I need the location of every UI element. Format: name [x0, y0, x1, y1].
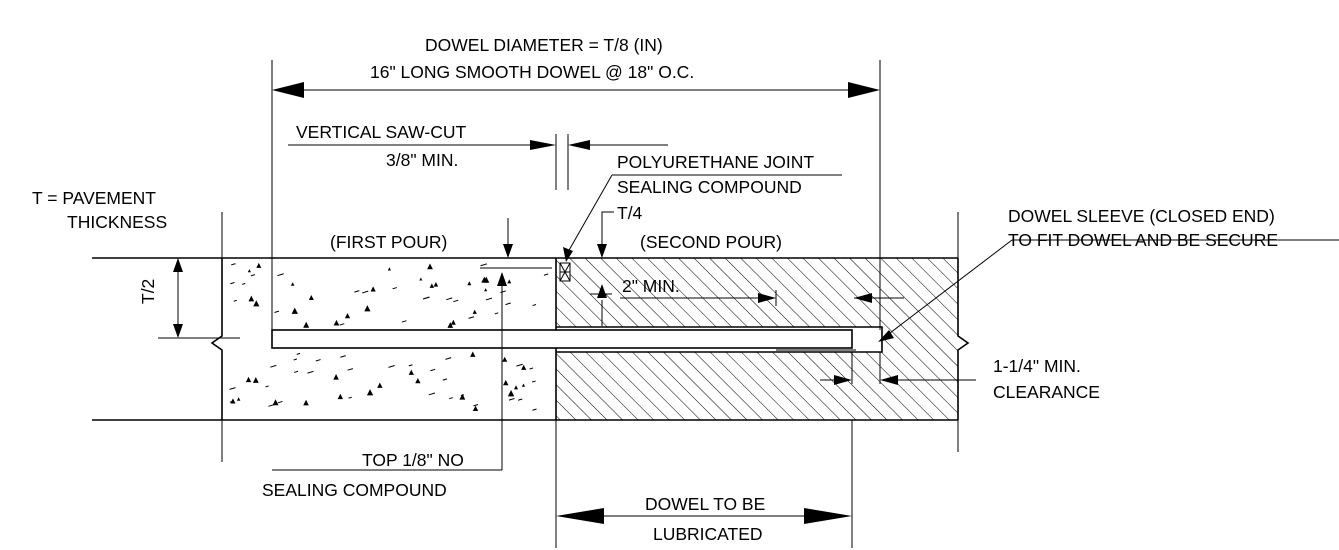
- t-half-label: T/2: [138, 279, 158, 304]
- arrowhead-icon: [597, 244, 607, 258]
- vertical-saw-cut-label: VERTICAL SAW-CUT: [296, 122, 466, 142]
- dowel-diameter-label: DOWEL DIAMETER = T/8 (IN): [425, 35, 663, 55]
- arrowhead-icon: [556, 508, 604, 524]
- saw-cut-min-label: 3/8" MIN.: [386, 150, 458, 170]
- arrowhead-icon: [804, 508, 852, 524]
- lubricated-label-1: DOWEL TO BE: [645, 494, 765, 514]
- arrowhead-icon: [173, 324, 183, 338]
- first-pour-label: (FIRST POUR): [330, 232, 447, 252]
- clearance-label-2: CLEARANCE: [993, 382, 1100, 402]
- arrowhead-icon: [173, 258, 183, 272]
- lubricated-dimension: [555, 420, 853, 548]
- thickness-label-1: T = PAVEMENT: [32, 188, 156, 208]
- polyurethane-leader: [563, 174, 842, 262]
- sleeve-leader: [878, 239, 1339, 342]
- sealant-block: [559, 262, 571, 282]
- t-quarter-label: T/4: [617, 203, 643, 223]
- first-pour-slab: [210, 258, 549, 420]
- second-pour-label: (SECOND POUR): [640, 232, 782, 252]
- clearance-dimension: [776, 349, 976, 385]
- top-eighth-label-1: TOP 1/8" NO: [362, 450, 464, 470]
- two-inch-min-dimension: [590, 284, 904, 326]
- first-pour-break-line: [210, 258, 223, 420]
- polyurethane-label-2: SEALING COMPOUND: [617, 177, 802, 197]
- arrowhead-icon: [834, 375, 852, 385]
- top-eighth-leader: [272, 267, 552, 471]
- lubricated-label-2: LUBRICATED: [653, 524, 763, 544]
- arrowhead-icon: [854, 293, 872, 303]
- sleeve-label-1: DOWEL SLEEVE (CLOSED END): [1008, 206, 1275, 226]
- top-eighth-label-2: SEALING COMPOUND: [262, 480, 447, 500]
- second-pour-break-line: [957, 258, 970, 420]
- clearance-label-1: 1-1/4" MIN.: [993, 356, 1081, 376]
- arrowhead-icon: [272, 82, 304, 98]
- arrowhead-icon: [597, 284, 607, 298]
- arrowhead-icon: [530, 140, 556, 150]
- two-inch-min-label: 2" MIN.: [622, 276, 680, 296]
- t-quarter-dimension: [503, 211, 614, 258]
- dowel-length-label: 16" LONG SMOOTH DOWEL @ 18" O.C.: [370, 62, 694, 82]
- arrowhead-icon: [758, 293, 776, 303]
- arrowhead-icon: [880, 375, 898, 385]
- t-half-dimension: [158, 258, 240, 339]
- arrowhead-icon: [568, 140, 590, 150]
- arrowhead-icon: [503, 244, 513, 258]
- polyurethane-label-1: POLYURETHANE JOINT: [617, 152, 814, 172]
- concrete-stipple: [229, 262, 549, 411]
- thickness-label-2: THICKNESS: [67, 212, 167, 232]
- arrowhead-icon: [848, 82, 880, 98]
- sleeve-label-2: TO FIT DOWEL AND BE SECURE: [1008, 230, 1278, 250]
- dowel-length-dimension: [271, 60, 881, 346]
- saw-cut-dimension: [288, 134, 668, 190]
- dowel-bar: [271, 329, 853, 349]
